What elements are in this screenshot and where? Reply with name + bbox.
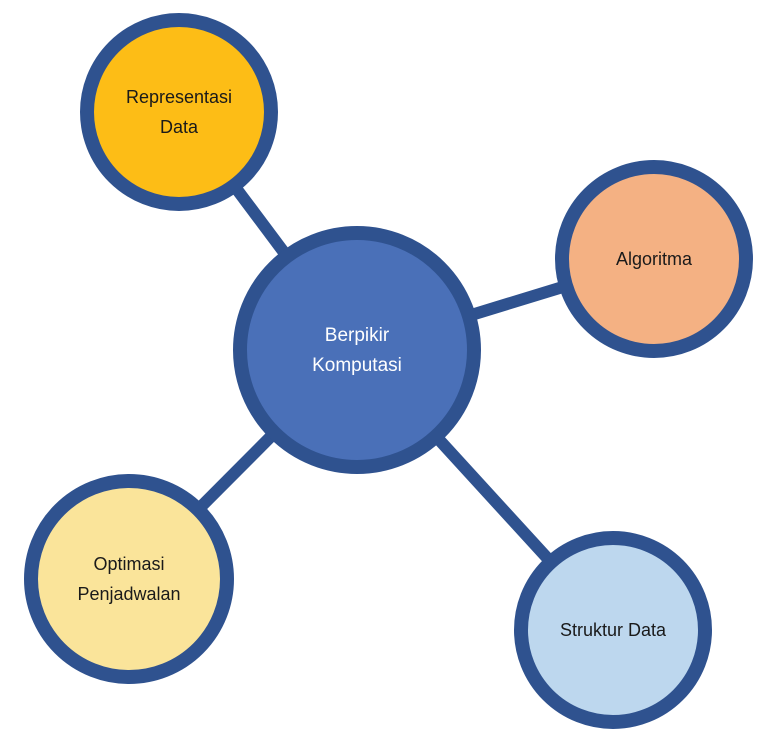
node-struktur-data-circle xyxy=(514,531,712,729)
connector-struktur-data xyxy=(431,432,556,567)
connector-representasi-data xyxy=(229,182,292,260)
nodes: BerpikirKomputasiRepresentasiDataAlgorit… xyxy=(24,13,753,729)
node-optimasi-penjadwalan-label-line: Optimasi xyxy=(93,554,164,574)
node-representasi-data-label-line: Representasi xyxy=(126,87,232,107)
node-representasi-data-label-line: Data xyxy=(160,117,199,137)
node-representasi-data-circle xyxy=(80,13,278,211)
connector-algoritma xyxy=(467,280,568,322)
node-optimasi-penjadwalan-circle xyxy=(24,474,234,684)
node-optimasi-penjadwalan-label-line: Penjadwalan xyxy=(77,584,180,604)
node-struktur-data: Struktur Data xyxy=(514,531,712,729)
connectors xyxy=(193,182,568,567)
center-node-label-line: Berpikir xyxy=(325,325,390,346)
node-algoritma-circle xyxy=(555,160,753,358)
center-node-circle xyxy=(233,226,481,474)
node-algoritma-label-line: Algoritma xyxy=(616,249,693,269)
center-node-label-line: Komputasi xyxy=(312,355,402,376)
connector-optimasi-penjadwalan xyxy=(193,428,279,514)
node-algoritma: Algoritma xyxy=(555,160,753,358)
node-struktur-data-label-line: Struktur Data xyxy=(560,620,667,640)
